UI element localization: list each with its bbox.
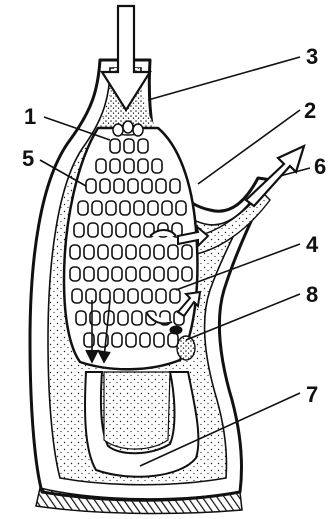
gill-slit	[140, 267, 150, 281]
gill-slit	[140, 333, 150, 347]
gill-slit	[92, 201, 102, 215]
gill-slit	[96, 159, 106, 173]
gill-slit	[168, 267, 178, 281]
gill-slit	[140, 245, 150, 259]
anus	[170, 326, 182, 334]
gill-slit	[116, 223, 126, 237]
label-4: 4	[306, 232, 319, 257]
gill-slit	[86, 179, 96, 193]
label-6: 6	[314, 154, 326, 179]
gill-slit	[76, 311, 86, 325]
gill-slit	[86, 289, 96, 303]
gill-slit	[112, 267, 122, 281]
gill-slit	[84, 245, 94, 259]
gill-slit	[74, 223, 84, 237]
gill-slit	[106, 201, 116, 215]
gill-slit	[154, 245, 164, 259]
gill-slit	[98, 267, 108, 281]
gill-slit	[110, 159, 120, 173]
gill-slit	[168, 333, 178, 347]
gill-slit	[126, 267, 136, 281]
gill-slit	[88, 223, 98, 237]
stomach	[104, 372, 170, 449]
gill-slit	[112, 333, 122, 347]
gill-slit	[126, 333, 136, 347]
gill-slit	[156, 289, 166, 303]
gill-slit	[100, 179, 110, 193]
label-8: 8	[306, 282, 318, 307]
gill-slit	[154, 267, 164, 281]
gill-slit	[132, 311, 142, 325]
gill-slit	[112, 245, 122, 259]
gill-slit	[98, 245, 108, 259]
gill-slit	[128, 289, 138, 303]
gill-slit	[102, 223, 112, 237]
gill-slit	[130, 223, 140, 237]
gill-slit	[126, 245, 136, 259]
gill-slit	[84, 267, 94, 281]
gill-slit	[142, 179, 152, 193]
gill-slit	[168, 245, 178, 259]
gill-slit	[78, 201, 88, 215]
label-1: 1	[24, 104, 36, 129]
gill-slit	[114, 289, 124, 303]
gill-slit	[100, 289, 110, 303]
label-3: 3	[306, 44, 318, 69]
gill-slit	[128, 179, 138, 193]
gill-slit	[120, 201, 130, 215]
gill-slit	[138, 139, 148, 153]
gill-slit	[162, 201, 172, 215]
label-7: 7	[306, 382, 318, 407]
gill-slit	[176, 201, 186, 215]
gill-slit	[124, 139, 134, 153]
outflow-arrow	[246, 146, 304, 206]
label-5: 5	[22, 146, 34, 171]
gill-slit	[134, 201, 144, 215]
gill-slit	[182, 267, 192, 281]
gill-slit	[148, 201, 158, 215]
gill-slit	[182, 245, 192, 259]
gill-slit	[114, 179, 124, 193]
label-2: 2	[304, 98, 316, 123]
gill-slit	[110, 139, 120, 153]
gill-slit	[154, 333, 164, 347]
gill-slit	[170, 289, 180, 303]
gill-slit	[124, 159, 134, 173]
gill-slit	[142, 289, 152, 303]
gill-slit	[72, 289, 82, 303]
gill-slit	[70, 267, 80, 281]
gill-slit	[70, 245, 80, 259]
gill-slit	[152, 159, 162, 173]
gill-slit	[138, 159, 148, 173]
gill-slit	[118, 311, 128, 325]
gill-slit	[170, 179, 180, 193]
gill-slit	[156, 179, 166, 193]
